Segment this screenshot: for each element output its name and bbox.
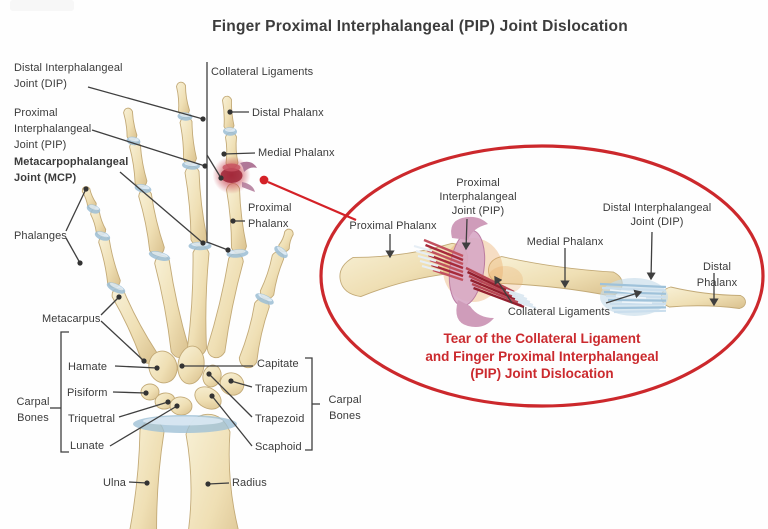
- watermark: [10, 0, 74, 11]
- callout-line: [267, 180, 357, 222]
- label-scaphoid: Scaphoid: [255, 441, 302, 453]
- label-lunate: Lunate: [70, 440, 105, 452]
- label-mcp-joint: Metacarpophalangeal Joint (MCP): [14, 156, 129, 184]
- label-collateral-ligaments: Collateral Ligaments: [211, 66, 314, 78]
- label-carpal-bones-left: Carpal Bones: [16, 396, 50, 424]
- carpal-bone-cluster: [140, 345, 245, 416]
- label-trapezium: Trapezium: [255, 383, 308, 395]
- inset-label-pip-joint: Proximal Interphalangeal Joint (PIP): [439, 177, 517, 217]
- magnifier-ellipse: [319, 144, 765, 408]
- label-pip-joint: Proximal Interphalangeal Joint (PIP): [14, 107, 92, 151]
- label-capitate: Capitate: [257, 358, 299, 370]
- label-trapezoid: Trapezoid: [255, 413, 305, 425]
- inset-label-distal-phalanx: Distal Phalanx: [696, 261, 738, 289]
- label-carpal-bones-right: Carpal Bones: [328, 394, 362, 422]
- label-triquetral: Triquetral: [68, 413, 116, 425]
- inset-label-proximal-phalanx: Proximal Phalanx: [349, 220, 437, 232]
- label-radius: Radius: [232, 477, 267, 489]
- label-medial-phalanx: Medial Phalanx: [258, 147, 335, 159]
- hand-bones: [81, 81, 294, 529]
- inset-label-collateral-ligaments: Collateral Ligaments: [507, 306, 611, 318]
- inset-finger-bones: [339, 242, 746, 309]
- inset-ligament-fibers: [413, 216, 668, 327]
- carpal-bracket-right: [305, 357, 313, 451]
- label-proximal-phalanx: Proximal Phalanx: [248, 202, 292, 230]
- joint-cartilage-bands: [86, 112, 288, 433]
- label-hamate: Hamate: [68, 361, 108, 373]
- injured-pip-joint: [212, 156, 257, 194]
- label-dip-joint: Distal Interphalangeal Joint (DIP): [14, 62, 123, 90]
- diagram-title: Finger Proximal Interphalangeal (PIP) Jo…: [212, 18, 628, 35]
- magnifier-callout: [259, 144, 765, 408]
- label-phalanges: Phalanges: [14, 230, 67, 242]
- injury-caption: Tear of the Collateral Ligament and Fing…: [425, 331, 659, 381]
- leader-lines: [50, 62, 719, 487]
- callout-dot: [259, 175, 269, 185]
- label-distal-phalanx: Distal Phalanx: [252, 107, 324, 119]
- carpal-bracket-left: [60, 331, 69, 453]
- inset-label-medial-phalanx: Medial Phalanx: [526, 236, 604, 248]
- inset-label-dip-joint: Distal Interphalangeal Joint (DIP): [602, 202, 712, 228]
- label-metacarpus: Metacarpus: [42, 313, 101, 325]
- label-pisiform: Pisiform: [67, 387, 108, 399]
- label-ulna: Ulna: [103, 477, 127, 489]
